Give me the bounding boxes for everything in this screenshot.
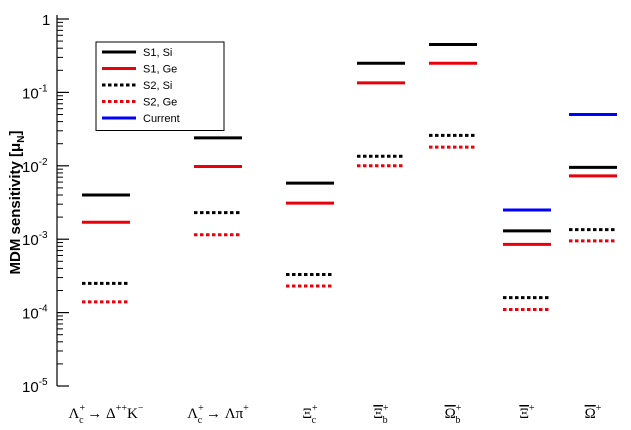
category-label: Λ+c → Λπ+: [187, 403, 249, 426]
y-tick-label: 10-2: [22, 157, 48, 176]
legend: S1, Si S1, Ge S2, Si S2, Ge Current: [95, 41, 225, 131]
y-tick-label: 10-5: [22, 377, 48, 396]
legend-label: S1, Si: [143, 47, 172, 59]
category-label: Ξ+b: [373, 403, 389, 426]
x-axis-labels: Λ+c → Δ++K− Λ+c → Λπ+ Ξ+c Ξ+b Ω+b Ξ+ Ω+: [69, 403, 602, 426]
legend-label: S1, Ge: [143, 64, 177, 76]
category-label: Ξ+c: [302, 403, 318, 426]
category-label: Ξ+: [519, 403, 535, 422]
legend-label: Current: [143, 113, 180, 125]
y-axis: 1 10-1 10-2 10-3 10-4 10-5: [22, 12, 69, 396]
category-label: Ω+: [585, 403, 602, 422]
data-marks: [82, 42, 617, 312]
category-label: Ω+b: [445, 403, 462, 426]
category-label: Λ+c → Δ++K−: [69, 403, 144, 426]
legend-label: S2, Ge: [143, 97, 177, 109]
y-tick-label: 1: [42, 12, 50, 29]
y-tick-label: 10-3: [22, 230, 48, 249]
legend-label: S2, Si: [143, 80, 172, 92]
y-tick-label: 10-1: [22, 83, 48, 102]
y-tick-label: 10-4: [22, 304, 48, 323]
y-axis-title: MDM sensitivity [μN]: [7, 131, 27, 275]
